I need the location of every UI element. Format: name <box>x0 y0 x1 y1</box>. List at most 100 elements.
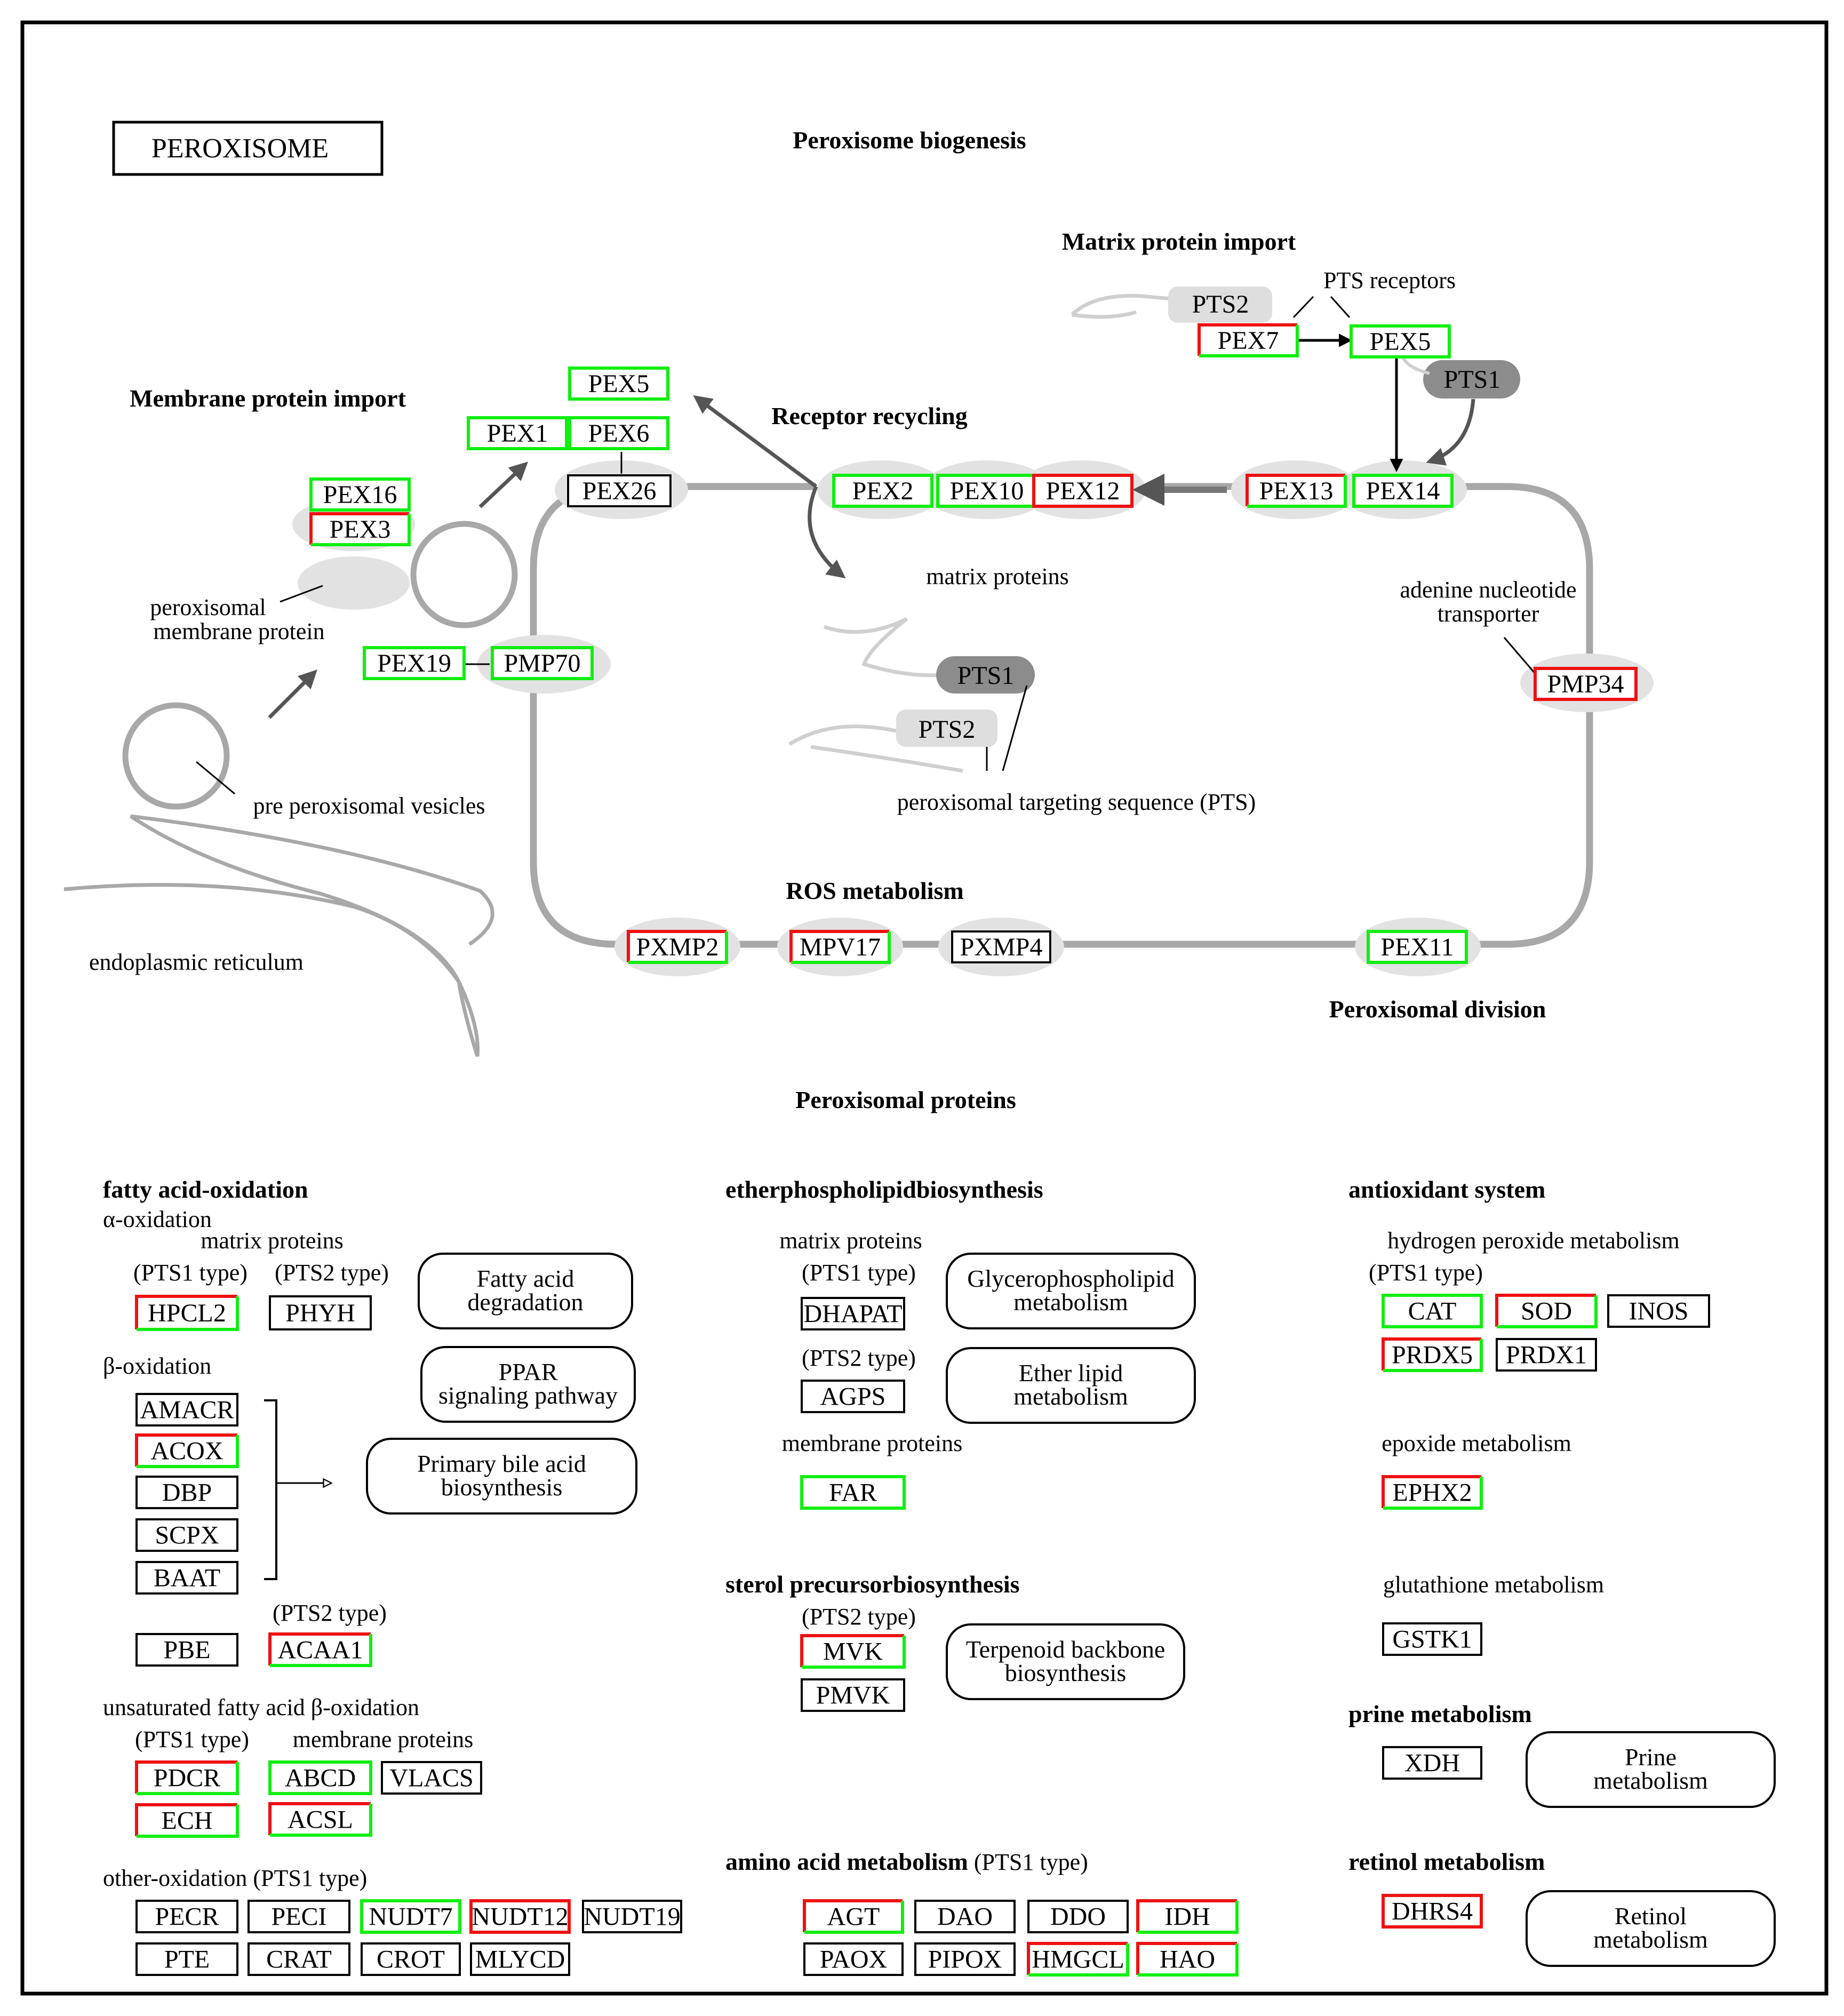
label-unsat: unsaturated fatty acid β-oxidation <box>103 1694 419 1720</box>
gene-pte-border <box>135 1942 238 1976</box>
gene-pmp70-border <box>491 646 594 680</box>
gene-vlacs[interactable]: VLACS <box>380 1760 483 1795</box>
gene-pex6[interactable]: PEX6 <box>568 416 669 450</box>
gene-pmp70[interactable]: PMP70 <box>491 646 594 680</box>
gene-idh[interactable]: IDH <box>1136 1899 1239 1934</box>
gene-pex7-label: PEX7 <box>1218 326 1279 355</box>
gene-ephx2[interactable]: EPHX2 <box>1382 1475 1483 1510</box>
gene-cat[interactable]: CAT <box>1382 1294 1483 1328</box>
label-fa-pts1: (PTS1 type) <box>133 1260 248 1286</box>
gene-agt-bg <box>803 1899 904 1934</box>
gene-ech[interactable]: ECH <box>135 1803 239 1838</box>
pathway-box-border <box>418 1253 633 1329</box>
gene-abcd[interactable]: ABCD <box>268 1760 372 1795</box>
gene-idh-bg <box>1136 1899 1239 1934</box>
pathway-line-1: Glycerophospholipid <box>967 1265 1174 1292</box>
gene-abcd-bg <box>268 1760 372 1795</box>
gene-paox[interactable]: PAOX <box>803 1942 904 1977</box>
gene-pex2[interactable]: PEX2 <box>832 474 933 508</box>
gene-hpcl2[interactable]: HPCL2 <box>135 1295 239 1331</box>
gene-baat[interactable]: BAAT <box>135 1560 239 1595</box>
gene-peci[interactable]: PECI <box>247 1899 351 1934</box>
gene-acox[interactable]: ACOX <box>135 1433 239 1468</box>
gene-pex13[interactable]: PEX13 <box>1246 474 1347 508</box>
gene-pxmp2[interactable]: PXMP2 <box>627 930 728 964</box>
pre-peroxisomal-vesicle <box>122 702 230 810</box>
gene-acox-bg <box>135 1433 239 1468</box>
gene-mlycd-border <box>470 1942 570 1976</box>
gene-gstk1-border <box>1382 1622 1482 1656</box>
gene-pex16[interactable]: PEX16 <box>309 477 411 512</box>
gene-pex10[interactable]: PEX10 <box>936 474 1037 508</box>
gene-pex12-label: PEX12 <box>1046 477 1120 505</box>
gene-dbp[interactable]: DBP <box>135 1475 239 1510</box>
gene-pdcr[interactable]: PDCR <box>135 1760 239 1795</box>
gene-amacr-bg <box>135 1392 239 1427</box>
gene-phyh[interactable]: PHYH <box>268 1295 372 1331</box>
gene-acsl[interactable]: ACSL <box>268 1802 372 1837</box>
gene-pbe[interactable]: PBE <box>135 1632 239 1667</box>
gene-amacr[interactable]: AMACR <box>135 1392 239 1427</box>
gene-dhrs4[interactable]: DHRS4 <box>1382 1894 1483 1929</box>
gene-dbp-border <box>135 1476 238 1509</box>
gene-hmgcl[interactable]: HMGCL <box>1027 1942 1129 1977</box>
gene-pex11[interactable]: PEX11 <box>1367 930 1468 964</box>
gene-vlacs-label: VLACS <box>389 1764 473 1792</box>
gene-pxmp4[interactable]: PXMP4 <box>951 930 1052 964</box>
gene-mvk[interactable]: MVK <box>800 1634 906 1669</box>
gene-pte[interactable]: PTE <box>135 1942 239 1977</box>
gene-prdx5-border-red <box>1382 1337 1481 1370</box>
gene-agps[interactable]: AGPS <box>800 1379 906 1414</box>
gene-acaa1-label: ACAA1 <box>277 1636 363 1664</box>
pathway-box-border <box>1526 1890 1776 1967</box>
gene-mpv17[interactable]: MPV17 <box>789 930 891 964</box>
gene-pex19[interactable]: PEX19 <box>363 646 466 680</box>
gene-pex1[interactable]: PEX1 <box>467 416 568 450</box>
gene-pmvk[interactable]: PMVK <box>800 1678 906 1712</box>
gene-pex5a[interactable]: PEX5 <box>568 366 669 401</box>
gene-nudt12[interactable]: NUDT12 <box>469 1899 571 1934</box>
gene-xdh[interactable]: XDH <box>1382 1746 1483 1780</box>
pathway-line-2: metabolism <box>1593 1926 1708 1953</box>
gene-inos[interactable]: INOS <box>1607 1294 1711 1328</box>
gene-pex12[interactable]: PEX12 <box>1032 474 1133 508</box>
gene-crot[interactable]: CROT <box>360 1942 461 1977</box>
gene-pipox[interactable]: PIPOX <box>914 1942 1016 1977</box>
gene-far[interactable]: FAR <box>800 1475 906 1510</box>
gene-ephx2-bg <box>1382 1475 1483 1510</box>
heading-fatty-acid: fatty acid-oxidation <box>103 1176 308 1203</box>
gene-scpx[interactable]: SCPX <box>135 1518 239 1552</box>
gene-pex3[interactable]: PEX3 <box>309 512 411 546</box>
gene-pdcr-label: PDCR <box>154 1764 220 1792</box>
gene-agt[interactable]: AGT <box>803 1899 904 1934</box>
gene-prdx1[interactable]: PRDX1 <box>1495 1337 1598 1372</box>
gene-nudt7[interactable]: NUDT7 <box>360 1899 461 1934</box>
gene-dao[interactable]: DAO <box>914 1899 1016 1934</box>
gene-crat[interactable]: CRAT <box>247 1942 351 1977</box>
gene-dhapat[interactable]: DHAPAT <box>800 1296 906 1331</box>
gene-ddo[interactable]: DDO <box>1027 1899 1129 1934</box>
gene-prdx5[interactable]: PRDX5 <box>1382 1337 1483 1372</box>
gene-mlycd[interactable]: MLYCD <box>469 1942 571 1977</box>
gene-pmp34[interactable]: PMP34 <box>1534 667 1638 701</box>
gene-gstk1[interactable]: GSTK1 <box>1382 1622 1483 1656</box>
gene-pex14[interactable]: PEX14 <box>1352 474 1454 508</box>
gene-pex26[interactable]: PEX26 <box>566 474 672 508</box>
gene-hmgcl-bg <box>1027 1942 1129 1977</box>
gene-hao[interactable]: HAO <box>1136 1942 1239 1977</box>
gene-acaa1[interactable]: ACAA1 <box>268 1632 372 1667</box>
gene-dhrs4-border <box>1382 1894 1483 1929</box>
gene-pecr[interactable]: PECR <box>135 1899 239 1934</box>
gene-pex7[interactable]: PEX7 <box>1198 323 1299 357</box>
gene-nudt19[interactable]: NUDT19 <box>581 1899 683 1934</box>
gene-pex5b[interactable]: PEX5 <box>1350 324 1451 358</box>
gene-sod[interactable]: SOD <box>1495 1294 1598 1328</box>
